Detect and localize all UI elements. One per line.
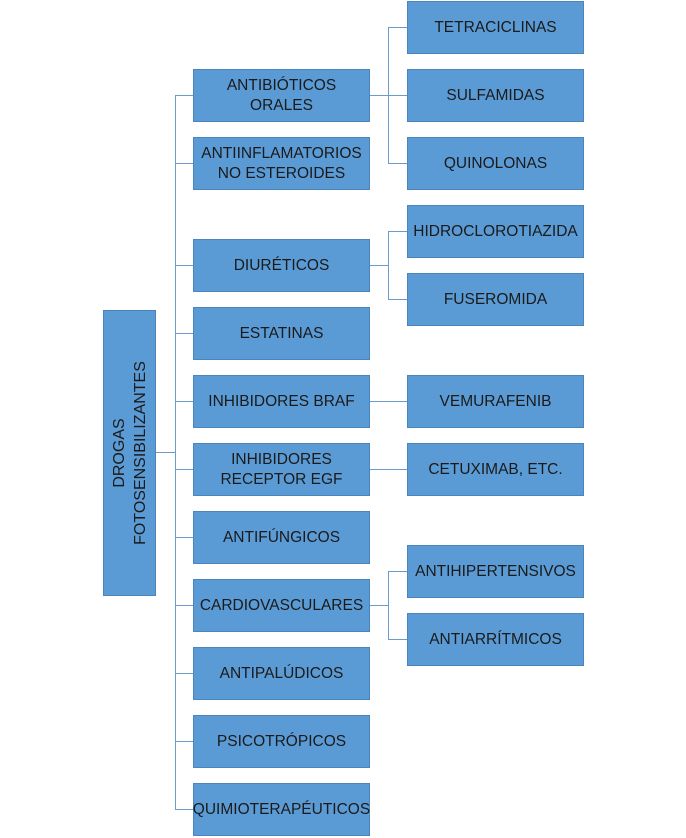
- branch-line: [175, 333, 193, 334]
- child-sulfamidas: SULFAMIDAS: [407, 69, 584, 122]
- category-antiinflamatorios: ANTIINFLAMATORIOS NO ESTEROIDES: [193, 137, 370, 190]
- branch-line: [175, 741, 193, 742]
- category-estatinas: ESTATINAS: [193, 307, 370, 360]
- trunk-line: [175, 95, 176, 809]
- branch-line: [175, 401, 193, 402]
- category-inhibidores-braf: INHIBIDORES BRAF: [193, 375, 370, 428]
- child-cetuximab: CETUXIMAB, ETC.: [407, 443, 584, 496]
- branch-line: [175, 537, 193, 538]
- category-antibioticos-orales: ANTIBIÓTICOS ORALES: [193, 69, 370, 122]
- category-antipaludicos: ANTIPALÚDICOS: [193, 647, 370, 700]
- branch-line: [175, 605, 193, 606]
- child-tetraciclinas: TETRACICLINAS: [407, 1, 584, 54]
- sub-branch: [388, 571, 407, 572]
- branch-line: [175, 163, 193, 164]
- sub-branch: [388, 639, 407, 640]
- child-vemurafenib: VEMURAFENIB: [407, 375, 584, 428]
- root-node: DROGAS FOTOSENSIBILIZANTES: [103, 310, 156, 596]
- child-quinolonas: QUINOLONAS: [407, 137, 584, 190]
- sub-trunk: [388, 231, 389, 299]
- branch-line: [175, 95, 193, 96]
- child-hidroclorotiazida: HIDROCLOROTIAZIDA: [407, 205, 584, 258]
- category-inhibidores-egf: INHIBIDORES RECEPTOR EGF: [193, 443, 370, 496]
- branch-line: [175, 809, 193, 810]
- child-antiarritmicos: ANTIARRÍTMICOS: [407, 613, 584, 666]
- root-label-line1: DROGAS: [110, 418, 128, 488]
- sub-connector: [370, 95, 389, 96]
- sub-connector: [370, 605, 389, 606]
- root-label-line2: FOTOSENSIBILIZANTES: [131, 361, 149, 545]
- sub-connector: [370, 401, 407, 402]
- category-antifungicos: ANTIFÚNGICOS: [193, 511, 370, 564]
- sub-trunk: [388, 571, 389, 639]
- category-psicotropicos: PSICOTRÓPICOS: [193, 715, 370, 768]
- sub-branch: [388, 299, 407, 300]
- root-label: DROGAS FOTOSENSIBILIZANTES: [109, 361, 151, 545]
- child-fuseromida: FUSEROMIDA: [407, 273, 584, 326]
- child-antihipertensivos: ANTIHIPERTENSIVOS: [407, 545, 584, 598]
- branch-line: [175, 469, 193, 470]
- branch-line: [175, 673, 193, 674]
- sub-branch: [388, 27, 407, 28]
- sub-branch: [388, 95, 407, 96]
- category-cardiovasculares: CARDIOVASCULARES: [193, 579, 370, 632]
- root-connector: [156, 452, 176, 453]
- category-quimioterapeuticos: QUIMIOTERAPÉUTICOS: [193, 783, 370, 836]
- sub-connector: [370, 265, 389, 266]
- branch-line: [175, 265, 193, 266]
- sub-branch: [388, 231, 407, 232]
- sub-connector: [370, 469, 407, 470]
- category-diureticos: DIURÉTICOS: [193, 239, 370, 292]
- sub-branch: [388, 163, 407, 164]
